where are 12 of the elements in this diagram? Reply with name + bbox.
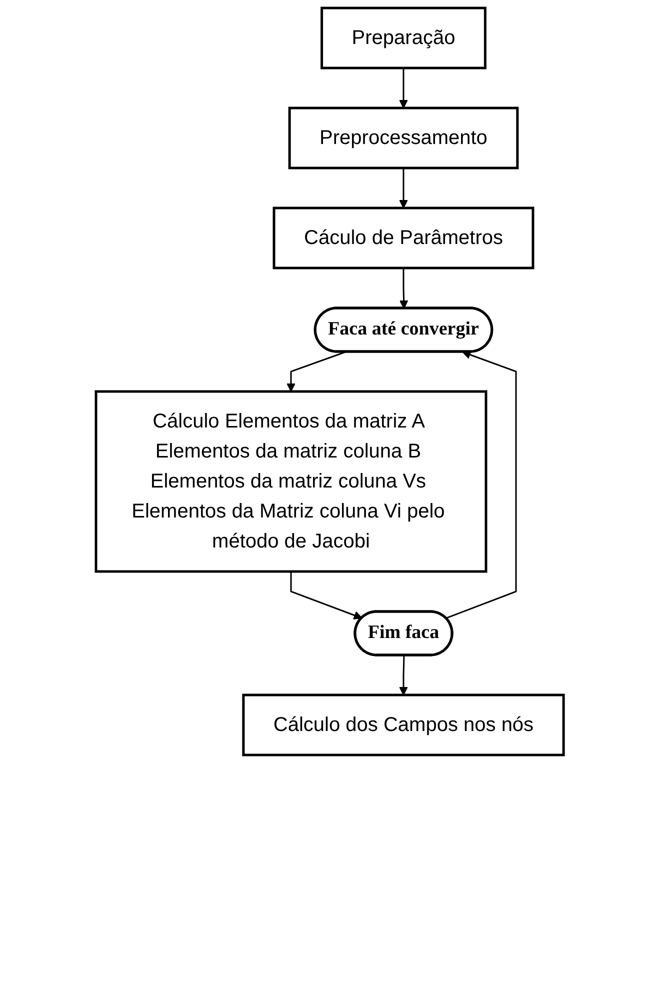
arrow [399, 168, 408, 208]
arrow [400, 268, 408, 309]
arrow [446, 350, 517, 619]
arrow [286, 351, 346, 392]
arrow [399, 68, 408, 108]
arrow [399, 655, 408, 696]
node-box: Cálculo dos Campos nos nós [242, 694, 566, 756]
arrow [290, 572, 363, 620]
node-box: Cálculo Elementos da matriz A Elementos da matriz coluna B Elementos da matriz coluna Vs Elementos da Matriz coluna Vi pelo método de Jacobi [94, 390, 488, 573]
node-box: Cáculo de Parâmetros [272, 206, 534, 270]
node-box: Preprocessamento [288, 106, 519, 170]
node-box: Preparação [320, 6, 487, 70]
